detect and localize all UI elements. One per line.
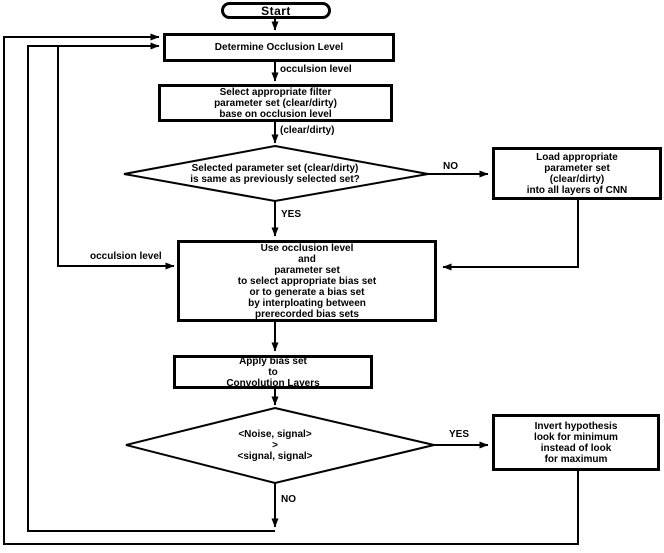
- node-use-occlusion-level-bias: Use occlusion level and parameter set to…: [177, 240, 437, 322]
- decision1-label: Selected parameter set (clear/dirty) is …: [190, 163, 360, 185]
- loop-no-to-determine: [27, 42, 275, 532]
- decision1-text: Selected parameter set (clear/dirty) is …: [130, 160, 420, 188]
- node-load-parameter-set-label: Load appropriate parameter set (clear/di…: [526, 151, 628, 196]
- edge-label-no-bottom: NO: [281, 494, 296, 505]
- edge-label-yes-bottom: YES: [449, 429, 470, 440]
- node-select-filter-parameter-set-label: Select appropriate filter parameter set …: [214, 86, 337, 120]
- node-load-parameter-set: Load appropriate parameter set (clear/di…: [492, 147, 662, 200]
- loop-invert-to-determine: [3, 33, 579, 545]
- feed-occlusion-level-to-use-bias: [57, 46, 175, 270]
- node-apply-bias-set-label: Apply bias set to Convolution Layers: [226, 355, 320, 389]
- node-start-label: Start: [261, 3, 291, 18]
- edge-label-no-top: NO: [443, 161, 458, 172]
- node-use-occlusion-level-bias-label: Use occlusion level and parameter set to…: [237, 242, 377, 320]
- node-select-filter-parameter-set: Select appropriate filter parameter set …: [158, 84, 393, 122]
- node-determine-occlusion-level: Determine Occlusion Level: [163, 33, 395, 62]
- edge-label-occlusion-level-top: occulsion level: [280, 64, 352, 75]
- node-apply-bias-set: Apply bias set to Convolution Layers: [173, 355, 373, 389]
- edge-label-clear-dirty: (clear/dirty): [280, 125, 335, 136]
- edge-label-yes-top: YES: [281, 209, 302, 220]
- decision2-text: <Noise, signal> > <signal, signal>: [175, 428, 375, 462]
- node-invert-hypothesis-label: Invert hypothesis look for minimum inste…: [534, 420, 618, 465]
- edge-label-occlusion-level-left: occulsion level: [90, 251, 162, 262]
- decision2-label: <Noise, signal> > <signal, signal>: [237, 428, 313, 462]
- node-start: Start: [221, 2, 331, 19]
- node-invert-hypothesis: Invert hypothesis look for minimum inste…: [492, 414, 660, 471]
- node-determine-occlusion-level-label: Determine Occlusion Level: [214, 42, 344, 53]
- arrow-load-params-to-use-bias: [442, 200, 579, 271]
